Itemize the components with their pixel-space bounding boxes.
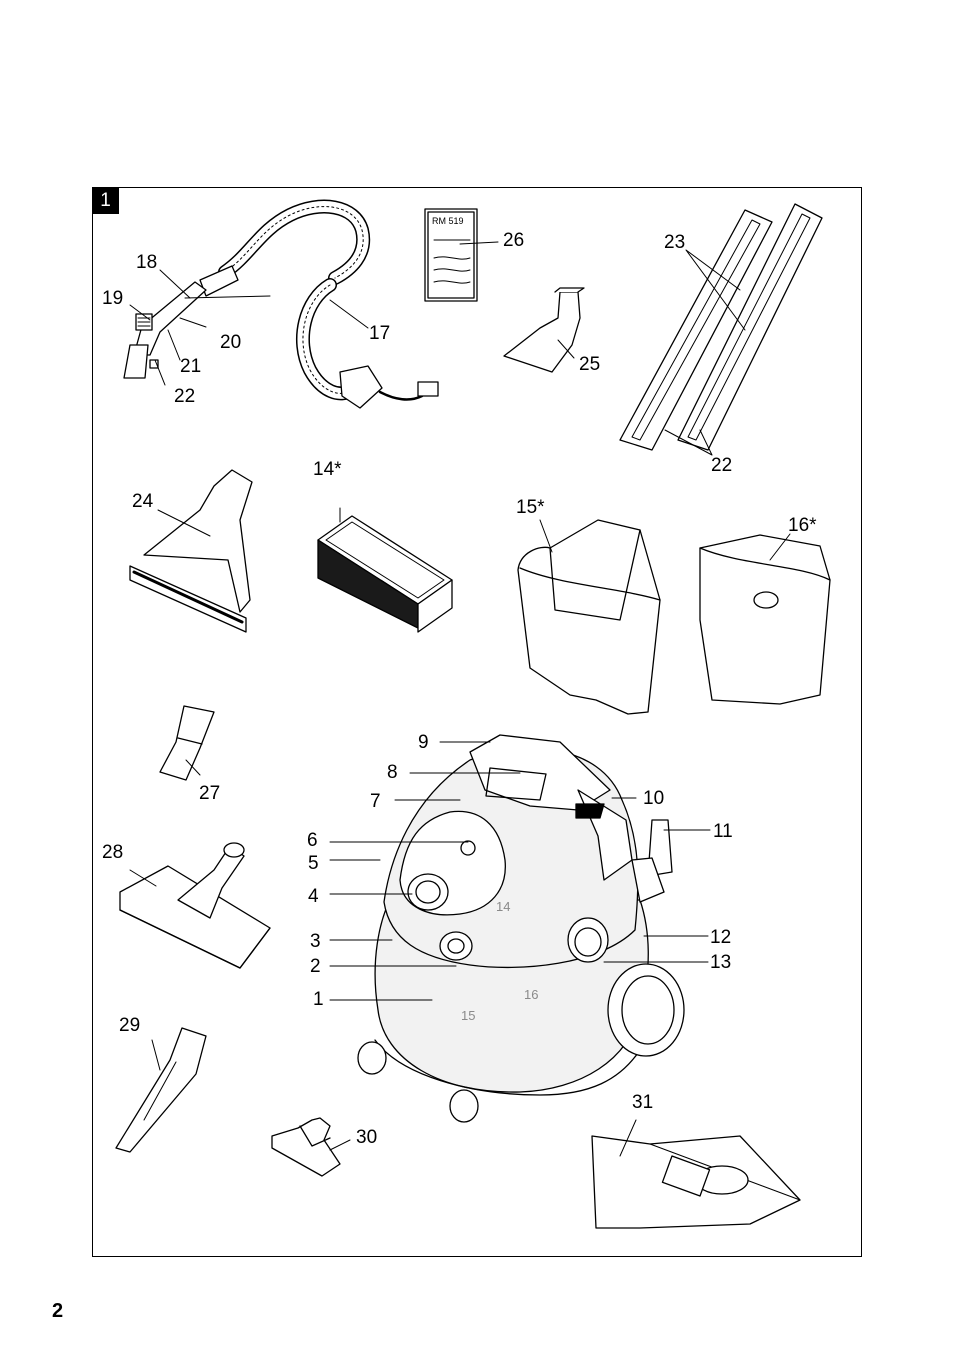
callout-12: 12: [710, 927, 732, 948]
crevice-nozzle-illustration: [115, 1027, 207, 1153]
callout-13: 13: [710, 952, 732, 973]
callout-26: 26: [503, 230, 525, 251]
callout-8: 8: [387, 762, 398, 783]
callout-16: 16*: [788, 515, 817, 536]
page-number: 2: [52, 1300, 64, 1322]
callout-2: 2: [310, 956, 321, 977]
upholstery-nozzle-illustration: [503, 287, 585, 373]
dirt-container-16-illustration: [699, 534, 831, 705]
vacuum-cleaner-illustration: [357, 734, 685, 1123]
small-nozzle-illustration: [271, 1117, 341, 1177]
extension-tubes-illustration: [619, 203, 823, 451]
callout-22-hose: 22: [174, 386, 196, 407]
callout-6: 6: [307, 830, 318, 851]
adapter-illustration: [159, 705, 215, 781]
callout-17: 17: [369, 323, 391, 344]
body-mark-16: 16: [524, 987, 539, 1002]
callout-31: 31: [632, 1092, 654, 1113]
callout-10: 10: [643, 788, 665, 809]
callout-30: 30: [356, 1127, 378, 1148]
callout-20: 20: [220, 332, 242, 353]
callout-leader-lines: [129, 241, 791, 1157]
callout-19: 19: [102, 288, 124, 309]
flat-pleated-filter-illustration: [317, 515, 453, 633]
filter-bag-label: RM 519: [432, 216, 464, 226]
callout-3: 3: [310, 931, 321, 952]
dirt-insert-15-illustration: [517, 519, 661, 715]
filter-bag-illustration: [424, 208, 478, 302]
paper-filter-bag-illustration: [591, 1135, 801, 1229]
body-mark-15: 15: [461, 1008, 476, 1023]
hand-tube-illustration: [123, 265, 239, 379]
callout-28: 28: [102, 842, 124, 863]
callout-9: 9: [418, 732, 429, 753]
callout-18: 18: [136, 252, 158, 273]
callout-29: 29: [119, 1015, 141, 1036]
callout-4: 4: [308, 886, 319, 907]
callout-5: 5: [308, 853, 319, 874]
callout-27: 27: [199, 783, 221, 804]
suction-hose-illustration: [218, 199, 439, 409]
callout-24: 24: [132, 491, 154, 512]
callout-15: 15*: [516, 497, 545, 518]
wide-upholstery-nozzle-illustration: [129, 469, 253, 633]
figure-frame: [92, 187, 862, 1257]
callout-25: 25: [579, 354, 601, 375]
callout-22-tubes: 22: [711, 455, 733, 476]
callout-1: 1: [313, 989, 324, 1010]
floor-nozzle-illustration: [119, 842, 271, 969]
callout-21: 21: [180, 356, 202, 377]
callout-23: 23: [664, 232, 686, 253]
callout-7: 7: [370, 791, 381, 812]
callout-11: 11: [713, 821, 733, 842]
body-mark-14: 14: [496, 899, 511, 914]
callout-14: 14*: [313, 459, 342, 480]
figure-number-badge: 1: [92, 187, 119, 214]
